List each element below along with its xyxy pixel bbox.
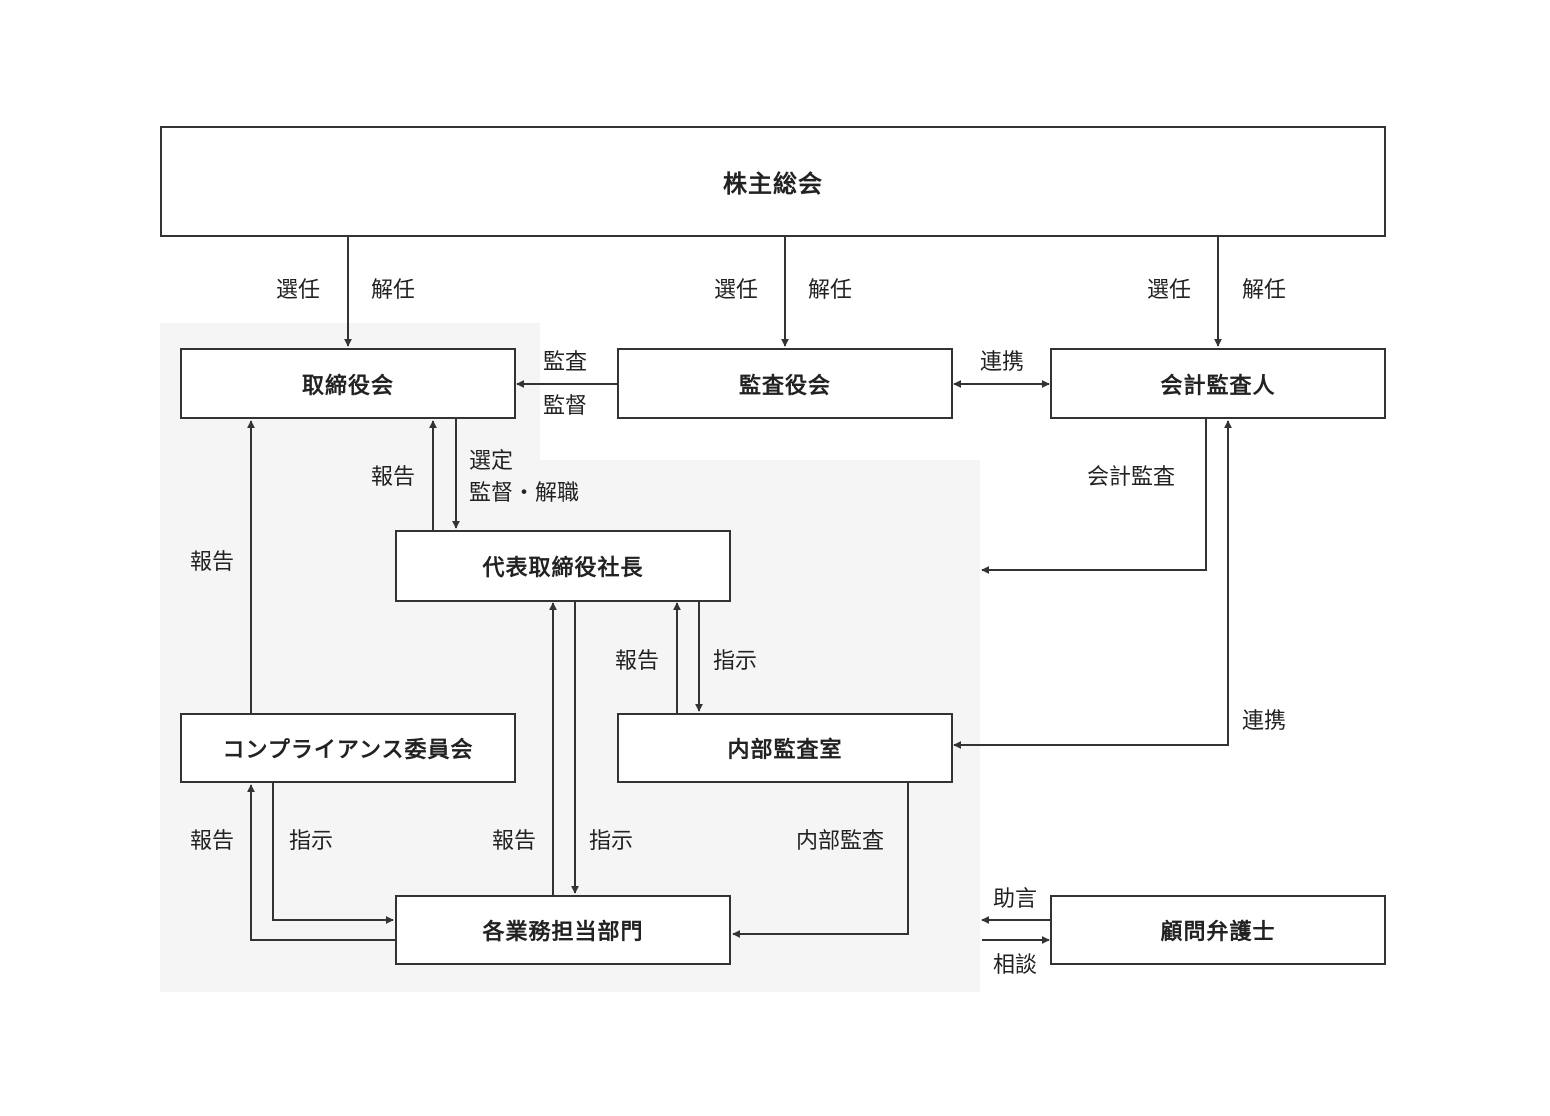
label-supervise-dismiss: 監督・解職 [469, 481, 580, 506]
label-instruct-president: 指示 [589, 829, 634, 854]
label-supervise: 監督 [543, 394, 588, 419]
label-accounting-audit: 会計監査 [1087, 465, 1176, 490]
label-instruct-compliance: 指示 [289, 829, 334, 854]
internal-area-shade [160, 323, 980, 992]
label-dismiss-board: 解任 [371, 278, 416, 303]
label-appoint-board: 選任 [276, 278, 321, 303]
label-cooperate-internal: 連携 [1242, 709, 1287, 734]
audit-board-box: 監査役会 [617, 348, 953, 419]
label-report-internal-president: 報告 [615, 649, 660, 674]
arrow-accounting-audit [981, 418, 1207, 574]
label-consult: 相談 [993, 953, 1038, 978]
label-appoint-audit-board: 選任 [714, 278, 759, 303]
departments-box: 各業務担当部門 [395, 895, 731, 965]
label-advice: 助言 [993, 887, 1038, 912]
internal-audit-box: 内部監査室 [617, 713, 953, 783]
accounting-auditor-box: 会計監査人 [1050, 348, 1386, 419]
label-audit: 監査 [543, 350, 588, 375]
label-appoint-accounting-auditor: 選任 [1147, 278, 1192, 303]
label-dismiss-audit-board: 解任 [808, 278, 853, 303]
compliance-box: コンプライアンス委員会 [180, 713, 516, 783]
label-cooperate-top: 連携 [980, 350, 1025, 375]
arrow-compliance-instruct-departments [272, 782, 394, 924]
lawyer-box: 顧問弁護士 [1050, 895, 1386, 965]
label-report-departments-compliance: 報告 [190, 829, 235, 854]
label-select: 選定 [469, 449, 514, 474]
arrow-internal-audit-to-departments [732, 782, 909, 938]
label-dismiss-accounting-auditor: 解任 [1242, 278, 1287, 303]
shareholders-box: 株主総会 [160, 126, 1386, 237]
label-report-departments-president: 報告 [492, 829, 537, 854]
board-box: 取締役会 [180, 348, 516, 419]
president-box: 代表取締役社長 [395, 530, 731, 602]
arrow-departments-report-to-compliance [247, 784, 396, 941]
label-internal-audit: 内部監査 [796, 829, 885, 854]
arrow-cooperation-internal-accounting [953, 420, 1232, 749]
label-report-compliance-board: 報告 [190, 550, 235, 575]
label-report-president-board: 報告 [371, 465, 416, 490]
label-instruct-internal: 指示 [713, 649, 758, 674]
